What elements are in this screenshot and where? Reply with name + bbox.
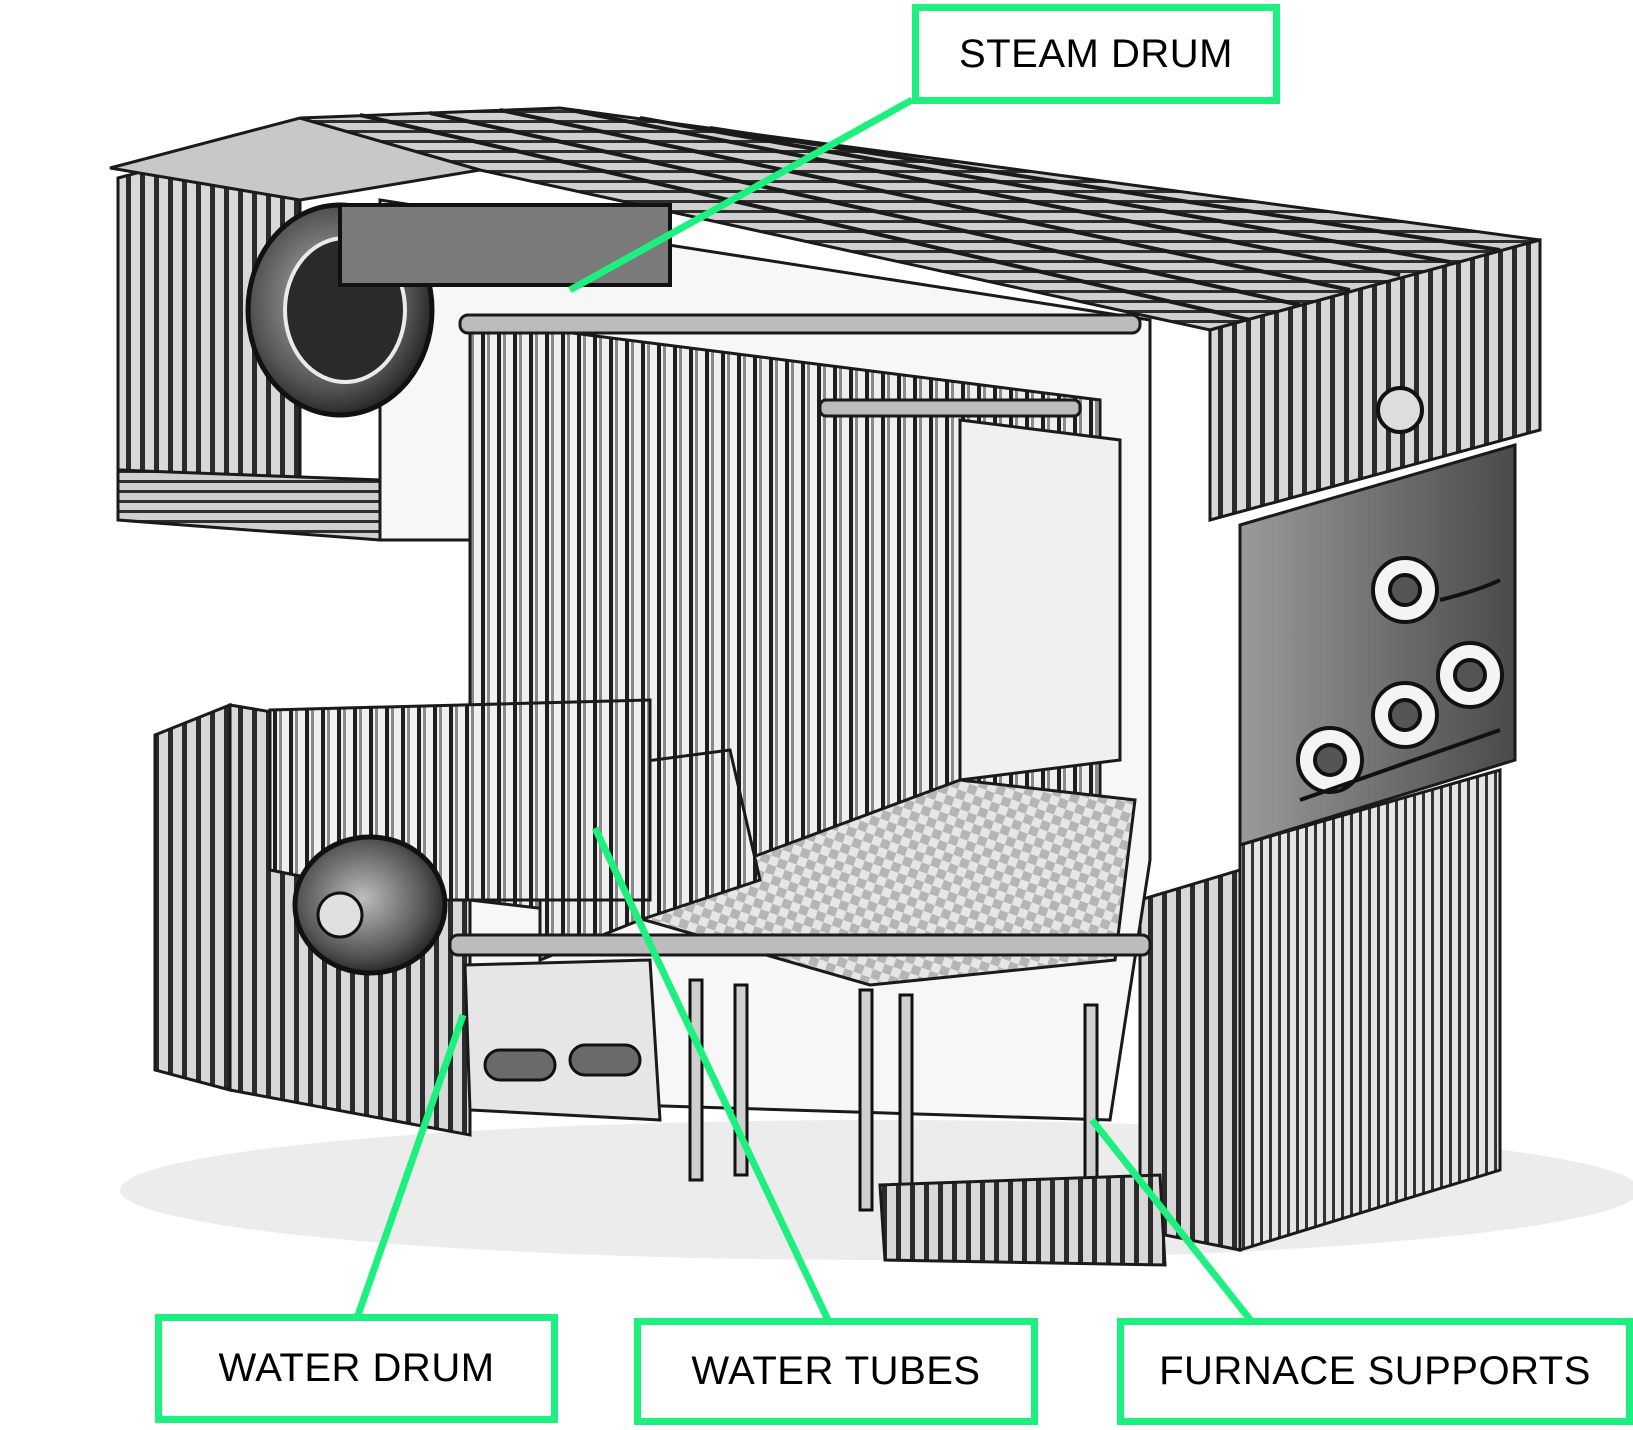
water-drum-label: WATER DRUM [218,1346,495,1390]
leader-water-tubes [591,826,832,1322]
roof-beams [359,108,1501,322]
steam-drum-callout: STEAM DRUM [912,4,1280,104]
header-pipes [448,313,1152,957]
steam-drum-body [338,203,672,287]
furnace-supports-label: FURNACE SUPPORTS [1159,1349,1591,1393]
leader-lines [353,96,1255,1325]
foreground-wall-stub [878,1173,1167,1267]
water-drum-shell [292,834,448,976]
leader-water-drum [353,1013,467,1320]
steam-drum-label: STEAM DRUM [959,31,1233,76]
right-lower-casing [1238,768,1502,1253]
ash-pit-cylinders [483,1043,642,1082]
inspection-port [1376,386,1424,434]
leader-furnace-supports [1089,1117,1255,1325]
water-tubes-callout: WATER TUBES [634,1318,1038,1425]
furnace-side-wall [958,418,1122,782]
front-right-lower [1138,867,1242,1252]
right-upper-casing [1208,238,1542,522]
water-drum-callout: WATER DRUM [155,1314,558,1423]
burners [1296,556,1504,802]
furnace-supports-callout: FURNACE SUPPORTS [1117,1318,1633,1425]
water-drum-end [316,891,364,939]
left-mid-casing [116,468,382,542]
water-tubes-label: WATER TUBES [691,1349,981,1393]
left-lower-casing [153,702,232,1092]
ash-pit [463,958,662,1122]
leader-steam-drum [568,96,914,294]
